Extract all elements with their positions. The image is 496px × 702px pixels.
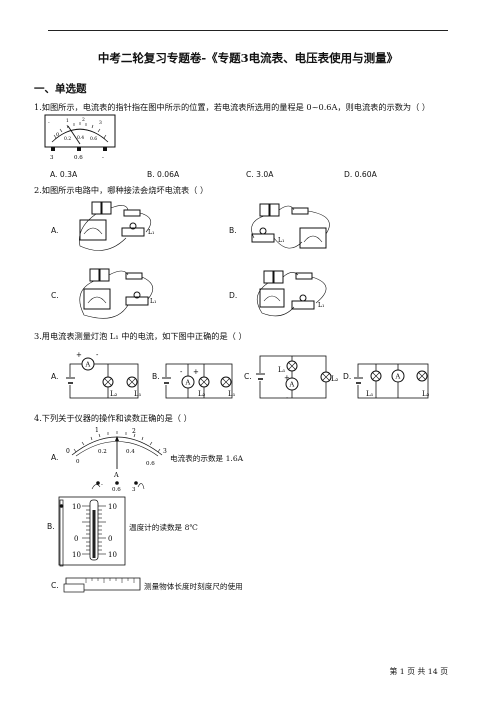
q3b-ammeter: A (185, 379, 191, 387)
q3-label-a: A. (51, 372, 59, 381)
q4a-top-1: 1 (95, 427, 99, 434)
q4a-term-2: 0.6 (112, 487, 121, 493)
q1-meter-t5: 2 (82, 117, 85, 123)
q2-label-c: C. (51, 291, 59, 300)
q1-option-a: A. 0.3A (50, 170, 78, 179)
q3c-l1: L₁ (278, 366, 286, 374)
q3b-l2: L₂ (198, 390, 206, 398)
q1-terminal-c: - (102, 155, 104, 161)
header-rule (48, 30, 448, 31)
q2-label-b: B. (229, 226, 237, 235)
q2-circuit-d: L₁ (256, 270, 327, 317)
q1-option-b: B. 0.06A (147, 170, 180, 179)
q1-meter-t6: 3 (99, 120, 102, 126)
q1-option-d: D. 0.60A (344, 170, 377, 179)
q1-meter-t3: 0.6 (90, 136, 97, 142)
q2-circuit-a: L₁ (79, 201, 154, 251)
q4-label-a: A. (51, 453, 59, 462)
q4b-scale-top-right: 10 (108, 503, 117, 511)
q4-option-a-text: 电流表的示数是 1.6A (170, 454, 244, 463)
question-1-stem: 1.如图所示，电流表的指针指在图中所示的位置，若电流表所选用的量程是 0~0.6… (34, 102, 431, 112)
q1-meter-t2: 0.4 (77, 135, 84, 141)
q3-label-d: D. (343, 372, 352, 381)
q4-label-b: B. (47, 522, 55, 531)
q3d-l2: L₂ (422, 390, 430, 398)
q1-meter-t4: 1 (66, 118, 69, 124)
q4b-scale-bottom-right: 10 (108, 551, 117, 559)
page-title: 中考二轮复习专题卷-《专题3电流表、电压表使用与测量》 (97, 51, 399, 65)
q3-label-c: C. (244, 372, 252, 381)
q1-meter-minus: - (48, 120, 50, 126)
q3b-l1: L₁ (228, 390, 236, 398)
q3a-plus: + (76, 351, 82, 359)
q4a-top-2: 2 (132, 428, 136, 435)
q1-terminal-a: 3 (50, 155, 54, 161)
q3b-minus: - (180, 368, 183, 376)
q4b-scale-top-left: 10 (72, 503, 81, 511)
q4-thermometer-figure: 10 0 10 10 0 10 (58, 496, 126, 567)
q1-ammeter-figure: - 0 0.2 0.4 0.6 1 2 3 3 0.6 - (44, 114, 116, 161)
q3c-l2: L₂ (331, 375, 339, 383)
q3-circuit-b: A - + L₂ L₁ (162, 363, 236, 399)
q3a-minus: - (96, 351, 99, 359)
question-2-stem: 2.如图所示电路中，哪种接法会烧坏电流表（ ） (34, 185, 209, 195)
question-4-stem: 4.下列关于仪器的操作和读数正确的是（ ） (34, 413, 192, 423)
q1-option-c: C. 3.0A (246, 170, 274, 179)
q4a-bottom-3: 0.6 (146, 461, 155, 467)
q3a-ammeter: A (85, 361, 91, 369)
q2-label-d: D. (229, 291, 238, 300)
q4a-bottom-0: 0 (76, 459, 80, 465)
q4a-term-1: - (101, 482, 103, 488)
section-heading: 一、单选题 (34, 83, 87, 95)
q3c-plus: + (284, 374, 290, 382)
q3-circuit-d: A L₁ L₂ (354, 363, 430, 399)
q3-circuit-a: A + - L₂ L₁ (66, 351, 142, 399)
q4-option-c-text: 测量物体长度时刻度尺的使用 (144, 582, 243, 591)
q4b-scale-mid-left: 0 (74, 535, 78, 543)
q3d-l1: L₁ (366, 390, 374, 398)
q2-label-a: A. (51, 226, 59, 235)
q3b-plus: + (193, 368, 199, 376)
q4-option-b-text: 温度计的读数是 8℃ (129, 523, 198, 532)
q4-ruler-figure (63, 577, 141, 593)
q4b-scale-bottom-left: 10 (72, 551, 81, 559)
q4a-unit: A (113, 471, 119, 479)
q4-label-c: C. (51, 581, 59, 590)
q3-label-b: B. (152, 372, 160, 381)
q4a-top-0: 0 (66, 448, 70, 455)
q4b-scale-mid-right: 0 (108, 535, 112, 543)
q3c-minus: - (286, 394, 289, 402)
q4a-term-3: 3 (132, 487, 136, 493)
q1-meter-zero: 0 (56, 132, 59, 138)
q3c-ammeter: A (289, 381, 295, 389)
q1-meter-t1: 0.2 (64, 136, 71, 142)
q4a-bottom-1: 0.2 (98, 449, 107, 455)
q4-ammeter-figure: 0 1 2 3 0 0.2 0.4 0.6 A - 0.6 3 (66, 427, 167, 493)
q2c-lamp-label: L₁ (150, 298, 156, 305)
question-3-stem: 3.用电流表测量灯泡 L₁ 中的电流，如下图中正确的是（ ） (34, 331, 247, 341)
q4a-top-3: 3 (163, 448, 167, 455)
q3d-ammeter: A (395, 373, 401, 381)
q3-circuit-c: A + - L₁ L₂ (256, 355, 339, 402)
q3a-l1: L₁ (134, 390, 142, 398)
q2b-lamp-label: L₁ (278, 237, 284, 244)
q2d-lamp-label: L₁ (318, 302, 324, 309)
page-footer: 第 1 页 共 14 页 (389, 667, 448, 676)
q4a-bottom-2: 0.4 (126, 449, 135, 455)
q2-circuit-b: L₁ (251, 203, 330, 249)
q3a-l2: L₂ (110, 390, 118, 398)
q1-terminal-b: 0.6 (74, 155, 83, 161)
q2a-lamp-label: L₁ (148, 229, 154, 236)
q2-circuit-c: L₁ (79, 268, 156, 319)
